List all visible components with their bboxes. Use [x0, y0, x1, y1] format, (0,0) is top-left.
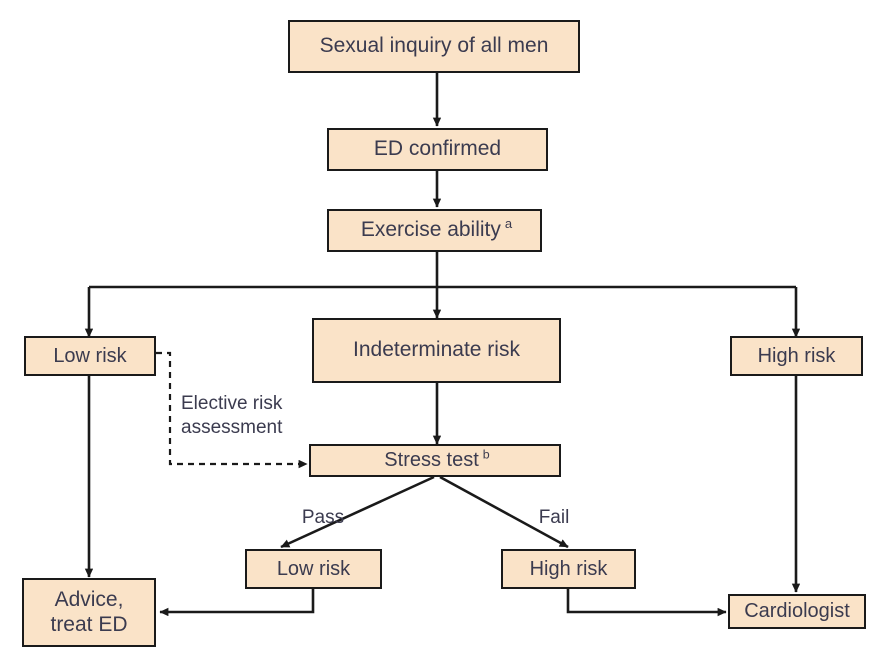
edge-label-elective-risk-assessment: Elective risk assessment [181, 393, 283, 438]
footnote-marker-b: b [482, 447, 490, 462]
node-cardiologist[interactable]: Cardiologist [728, 594, 866, 629]
node-advice-treat-ed-label: Advice, treat ED [50, 588, 128, 636]
node-cardiologist-label: Cardiologist [744, 600, 850, 622]
node-high-risk-initial[interactable]: High risk [730, 336, 863, 376]
node-low-risk-initial-label: Low risk [53, 344, 127, 367]
node-sexual-inquiry-label: Sexual inquiry of all men [319, 34, 549, 58]
node-low-risk-initial[interactable]: Low risk [24, 336, 156, 376]
edge-stress-to-low-risk [280, 475, 435, 549]
node-advice-treat-ed[interactable]: Advice, treat ED [22, 578, 156, 647]
edge-stress-low-to-advice [159, 589, 315, 617]
node-stress-low-risk[interactable]: Low risk [245, 549, 382, 589]
edge-elective-risk-assessment [156, 351, 308, 469]
edge-stress-to-high-risk [439, 475, 569, 549]
edge-stress-high-to-cardiologist [566, 589, 727, 617]
footnote-marker-a: a [504, 216, 513, 232]
node-high-risk-initial-label: High risk [757, 344, 836, 367]
node-indeterminate-risk-label: Indeterminate risk [353, 338, 520, 362]
edge-label-fail: Fail [538, 507, 570, 528]
node-ed-confirmed-label: ED confirmed [373, 137, 502, 161]
edge-label-pass: Pass [301, 507, 345, 528]
node-stress-low-risk-label: Low risk [276, 557, 351, 580]
node-indeterminate-risk[interactable]: Indeterminate risk [312, 318, 561, 383]
node-stress-high-risk-label: High risk [529, 557, 608, 580]
node-stress-high-risk[interactable]: High risk [501, 549, 636, 589]
node-sexual-inquiry[interactable]: Sexual inquiry of all men [288, 20, 580, 73]
node-ed-confirmed[interactable]: ED confirmed [327, 128, 548, 171]
